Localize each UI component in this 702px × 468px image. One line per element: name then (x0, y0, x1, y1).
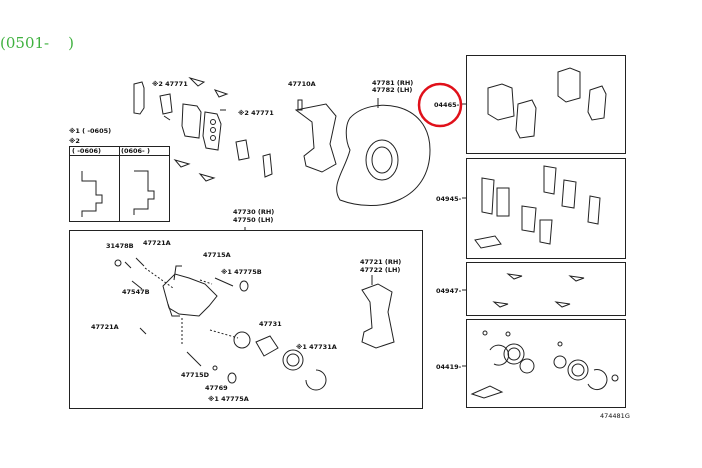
label-47771-a: ※2 47771 (152, 80, 188, 88)
shim-variants (81, 170, 155, 217)
label-47771-b: ※2 47771 (238, 109, 274, 117)
kit-box-04419[interactable] (466, 319, 626, 408)
kit-code-04945[interactable]: 04945- (436, 195, 462, 203)
label-47769: 47769 (205, 384, 228, 392)
brake-pad-shims (133, 76, 273, 182)
disc-brake-dust-cover (336, 104, 431, 207)
inset-box: ( -0606) (0606- ) (69, 146, 170, 222)
label-47750: 47750 (LH) (233, 216, 274, 224)
inset-col-1: ( -0606) (72, 147, 101, 155)
label-47547B: 47547B (122, 288, 150, 296)
label-47722: 47722 (LH) (360, 266, 401, 274)
inset-note-1: ※1 ( -0605) (69, 127, 112, 135)
caliper-box (69, 230, 423, 409)
label-47721: 47721 (RH) (360, 258, 402, 266)
label-47730: 47730 (RH) (233, 208, 275, 216)
label-47721A-b: 47721A (91, 323, 119, 331)
kit-code-04465[interactable]: 04465- (434, 101, 460, 109)
figure-id: 474481G (600, 412, 630, 420)
label-47721A-a: 47721A (143, 239, 171, 247)
label-47731: 47731 (259, 320, 282, 328)
mounting-bracket-rh (361, 283, 395, 349)
label-47781: 47781 (RH) (372, 79, 414, 87)
label-47715D: 47715D (181, 371, 210, 379)
brake-mounting-bracket (294, 99, 337, 173)
kit-box-04465[interactable] (466, 55, 626, 154)
inset-note-2: ※2 (69, 137, 80, 145)
date-range-title: (0501- ) (0, 34, 75, 52)
label-47710A: 47710A (288, 80, 316, 88)
kit-box-04945[interactable] (466, 158, 626, 259)
kit-code-04419[interactable]: 04419- (436, 363, 462, 371)
inset-col-2: (0606- ) (121, 147, 150, 155)
kit-seals-drawing (470, 330, 619, 399)
kit-shims-drawing (474, 165, 601, 249)
label-31478B: 31478B (106, 242, 134, 250)
label-47731A: ※1 47731A (296, 343, 337, 351)
kit-box-04947[interactable] (466, 262, 626, 316)
label-47775B: ※1 47775B (221, 268, 262, 276)
label-47775A: ※1 47775A (208, 395, 249, 403)
kit-pads-drawing (487, 67, 607, 139)
label-47715A: 47715A (203, 251, 231, 259)
label-47782: 47782 (LH) (372, 86, 413, 94)
kit-clips-drawing (492, 273, 585, 308)
highlight-circle (417, 82, 463, 128)
kit-code-04947[interactable]: 04947- (436, 287, 462, 295)
caliper-assembly (114, 257, 327, 391)
